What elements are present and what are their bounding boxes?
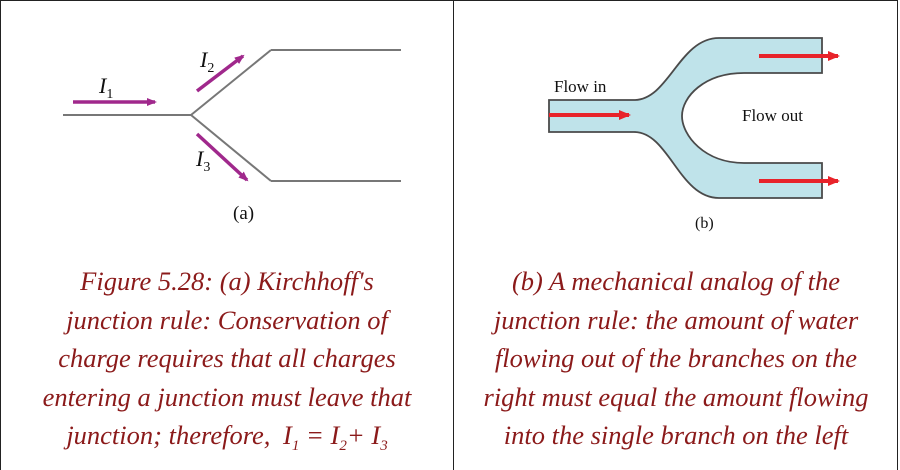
panel-a: I1 I2 I3 (a) Figure 5.28: (a) Kirchhoff'… <box>1 0 453 470</box>
flow-in-label: Flow in <box>554 77 607 96</box>
caption-a-prefix: junction; therefore, <box>66 420 270 450</box>
caption-a-line: charge requires that all charges <box>1 339 453 378</box>
panel-b: Flow in Flow out (b) (b) A mechanical an… <box>454 0 898 470</box>
caption-a-line: Figure 5.28: (a) Kirchhoff's <box>1 262 453 301</box>
caption-b-line: into the single branch on the left <box>454 416 898 455</box>
current-down-label: I3 <box>195 146 210 175</box>
caption-a-line: junction rule: Conservation of <box>1 301 453 340</box>
current-up-label: I2 <box>199 47 214 76</box>
kirchhoff-equation: I1 = I2+ I3 <box>283 416 388 455</box>
caption-b-line: flowing out of the branches on the <box>454 339 898 378</box>
caption-b-line: junction rule: the amount of water <box>454 301 898 340</box>
junction-diagram: I1 I2 I3 (a) <box>1 0 453 260</box>
caption-b: (b) A mechanical analog of the junction … <box>454 262 898 455</box>
caption-a-line: entering a junction must leave that <box>1 378 453 417</box>
figure-b-label: (b) <box>695 215 714 232</box>
current-in-label: I1 <box>98 73 113 102</box>
figure-a-label: (a) <box>233 203 254 224</box>
caption-b-line: right must equal the amount flowing <box>454 378 898 417</box>
caption-b-line: (b) A mechanical analog of the <box>454 262 898 301</box>
pipe-diagram: Flow in Flow out (b) <box>454 0 898 260</box>
caption-a-line-equation: junction; therefore, I1 = I2+ I3 <box>1 416 453 455</box>
flow-out-label: Flow out <box>742 106 803 125</box>
caption-a: Figure 5.28: (a) Kirchhoff's junction ru… <box>1 262 453 455</box>
